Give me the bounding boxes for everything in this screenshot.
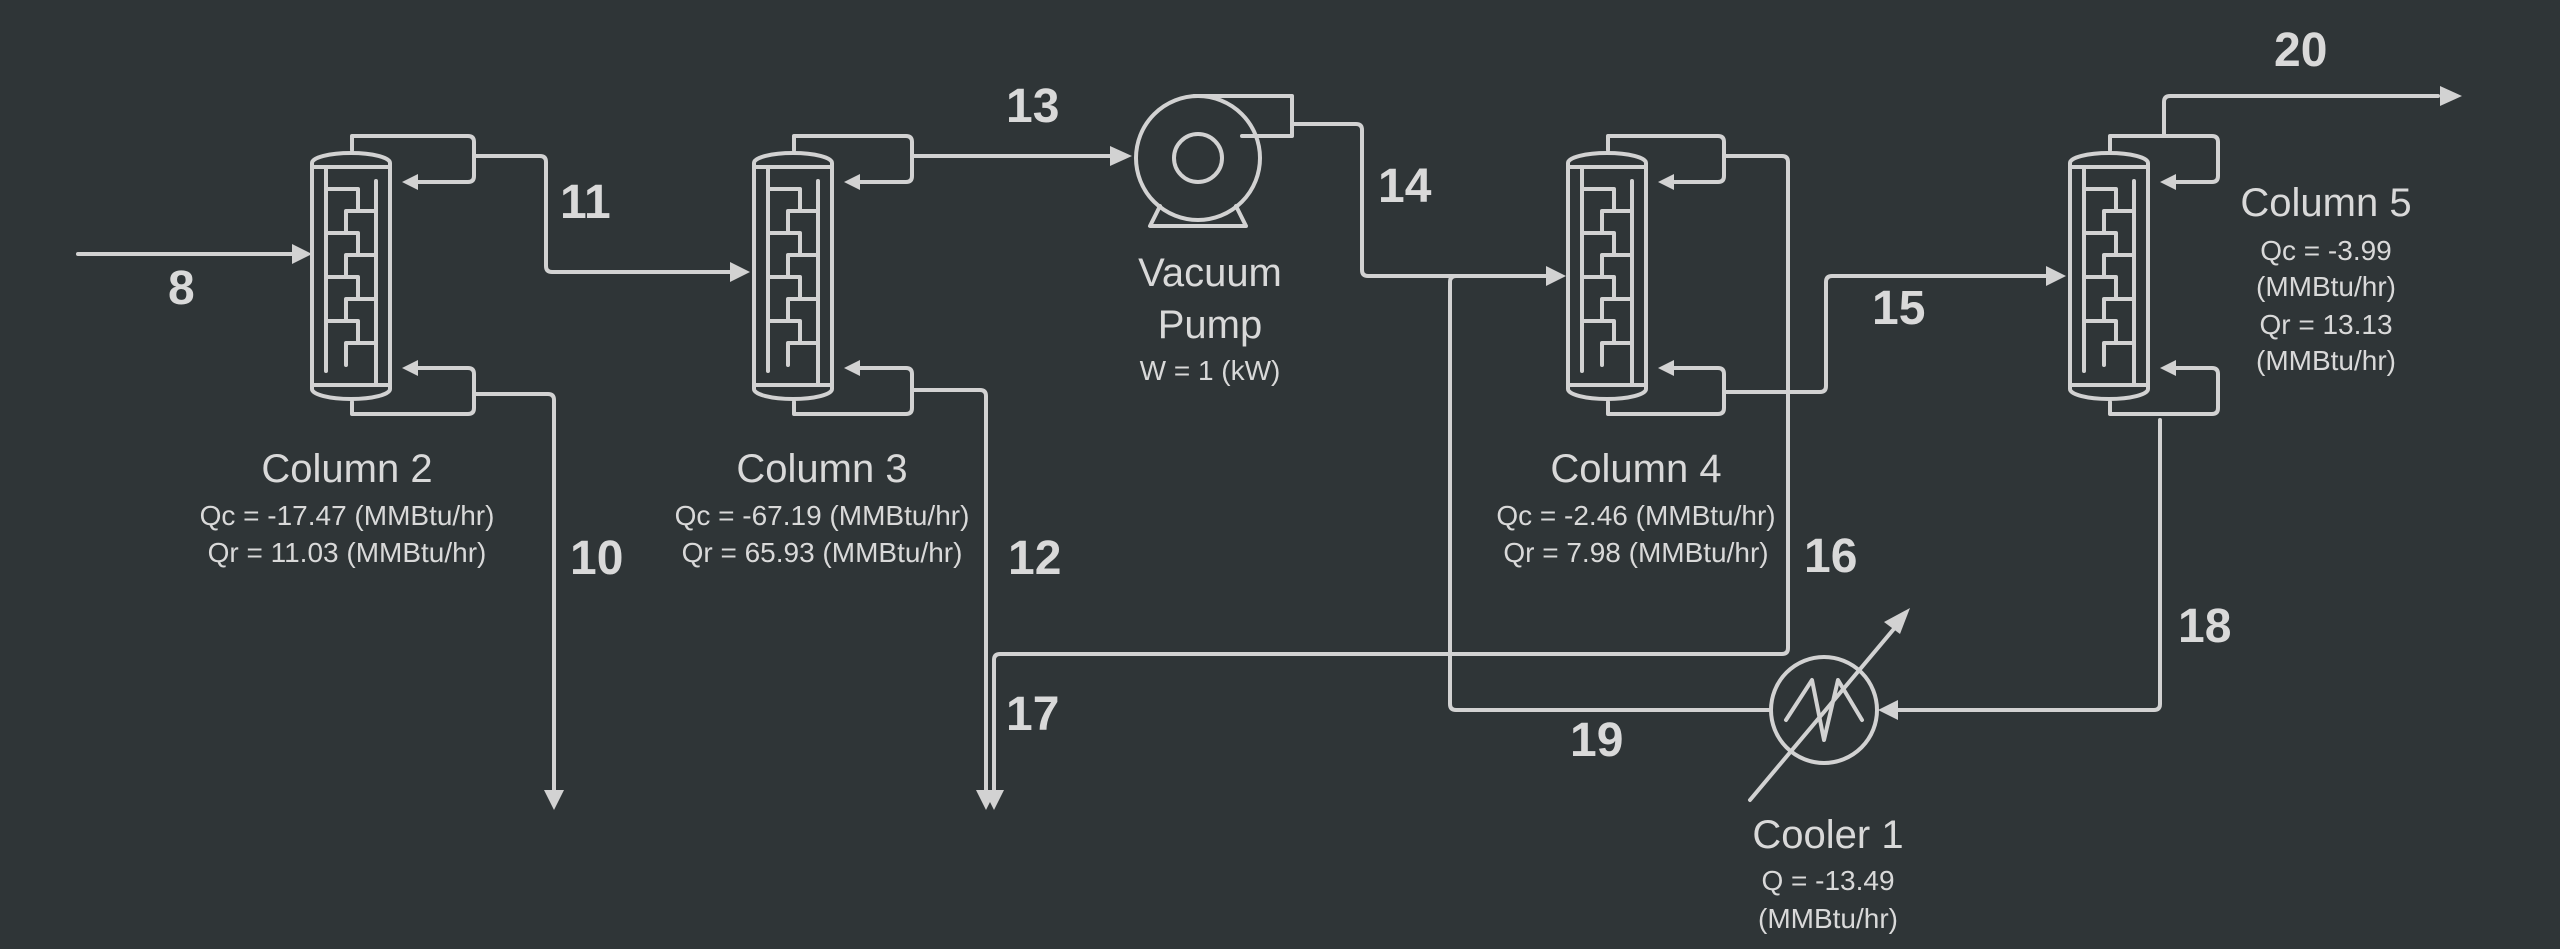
vacuum-pump-name-1: Vacuum [1138, 251, 1282, 295]
column-2-qr: Qr = 11.03 (MMBtu/hr) [208, 537, 487, 568]
stream-label-11: 11 [560, 176, 611, 229]
stream-18 [1878, 418, 2162, 720]
column-2-name: Column 2 [261, 447, 432, 491]
column-5-qc: Qc = -3.99 [2260, 235, 2392, 266]
stream-8 [76, 244, 312, 264]
column-3-name: Column 3 [736, 447, 907, 491]
stream-label-16: 16 [1804, 530, 1857, 583]
column-4[interactable] [1566, 134, 1726, 416]
stream-label-19: 19 [1570, 714, 1623, 767]
stream-12 [910, 388, 996, 810]
column-4-qc: Qc = -2.46 (MMBtu/hr) [1496, 500, 1775, 531]
cooler-1-q: Q = -13.49 [1761, 865, 1894, 896]
stream-label-14: 14 [1378, 160, 1432, 213]
stream-14 [1290, 122, 1566, 286]
stream-13 [910, 146, 1132, 166]
stream-16 [984, 154, 1790, 810]
column-4-qr: Qr = 7.98 (MMBtu/hr) [1503, 537, 1768, 568]
stream-label-17: 17 [1006, 688, 1059, 741]
stream-19 [1448, 274, 1772, 712]
vacuum-pump-work: W = 1 (kW) [1140, 355, 1281, 386]
stream-label-20: 20 [2274, 24, 2327, 77]
cooler-1-q-unit: (MMBtu/hr) [1758, 903, 1898, 934]
stream-label-10: 10 [570, 532, 623, 585]
stream-11 [472, 154, 750, 282]
column-5-qc-unit: (MMBtu/hr) [2256, 271, 2396, 302]
column-3-qr: Qr = 65.93 (MMBtu/hr) [682, 537, 963, 568]
stream-15 [1722, 266, 2066, 394]
column-3-qc: Qc = -67.19 (MMBtu/hr) [675, 500, 970, 531]
vacuum-pump-name-2: Pump [1158, 303, 1263, 347]
column-5-qr: Qr = 13.13 [2259, 309, 2392, 340]
column-3[interactable] [752, 134, 914, 416]
column-2-qc: Qc = -17.47 (MMBtu/hr) [200, 500, 495, 531]
stream-label-15: 15 [1872, 282, 1925, 335]
stream-10 [472, 392, 564, 810]
cooler-1-name: Cooler 1 [1752, 813, 1903, 857]
stream-20 [2162, 86, 2462, 138]
column-4-name: Column 4 [1550, 447, 1721, 491]
stream-label-18: 18 [2178, 600, 2231, 653]
column-2[interactable] [310, 134, 476, 416]
cooler-1[interactable] [1748, 608, 1910, 802]
stream-label-12: 12 [1008, 532, 1061, 585]
vacuum-pump[interactable] [1134, 94, 1294, 228]
stream-label-8: 8 [168, 262, 195, 315]
column-5[interactable] [2068, 134, 2220, 416]
stream-label-13: 13 [1006, 80, 1059, 133]
column-5-qr-unit: (MMBtu/hr) [2256, 345, 2396, 376]
column-5-name: Column 5 [2240, 181, 2411, 225]
